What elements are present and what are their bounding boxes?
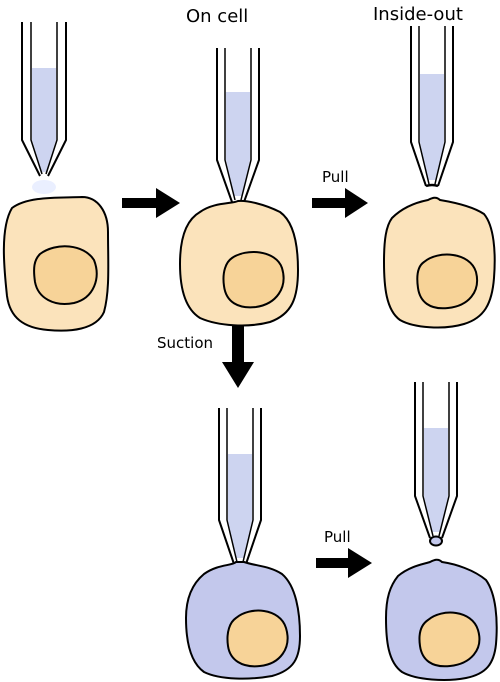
panel-whole-cell bbox=[184, 408, 302, 680]
inside-out-label: Inside-out bbox=[373, 4, 463, 25]
panel-inside-out bbox=[382, 26, 496, 329]
pipette-approach bbox=[21, 22, 67, 177]
nucleus bbox=[222, 251, 285, 309]
arrow-suction-down bbox=[222, 326, 254, 388]
arrow-pull-bottom bbox=[316, 548, 372, 578]
pipette-solution bbox=[228, 454, 252, 558]
on-cell-label: On cell bbox=[186, 6, 249, 27]
pull-label-bottom: Pull bbox=[324, 528, 351, 546]
pipette-on-cell bbox=[216, 48, 260, 203]
seal-glow bbox=[32, 180, 56, 194]
membrane-patch bbox=[425, 183, 439, 188]
pipette-solution bbox=[226, 92, 250, 196]
nucleus bbox=[33, 245, 98, 305]
panel-approach bbox=[2, 22, 110, 332]
membrane-vesicle bbox=[429, 535, 443, 547]
suction-label: Suction bbox=[157, 334, 214, 352]
nucleus bbox=[416, 253, 479, 310]
panel-on-cell bbox=[178, 48, 300, 327]
nucleus bbox=[226, 609, 289, 668]
pull-label-top: Pull bbox=[322, 168, 349, 186]
arrow-right-1 bbox=[122, 188, 180, 218]
pipette-whole-cell bbox=[218, 408, 262, 565]
pipette-solution bbox=[424, 428, 448, 532]
pipette-solution bbox=[420, 74, 444, 180]
panel-outside-out bbox=[384, 382, 498, 681]
pipette-solution bbox=[32, 68, 56, 172]
nucleus bbox=[418, 611, 481, 668]
pipette-inside-out bbox=[410, 26, 454, 188]
arrow-pull-top bbox=[312, 188, 368, 218]
pipette-outside-out bbox=[414, 382, 458, 547]
